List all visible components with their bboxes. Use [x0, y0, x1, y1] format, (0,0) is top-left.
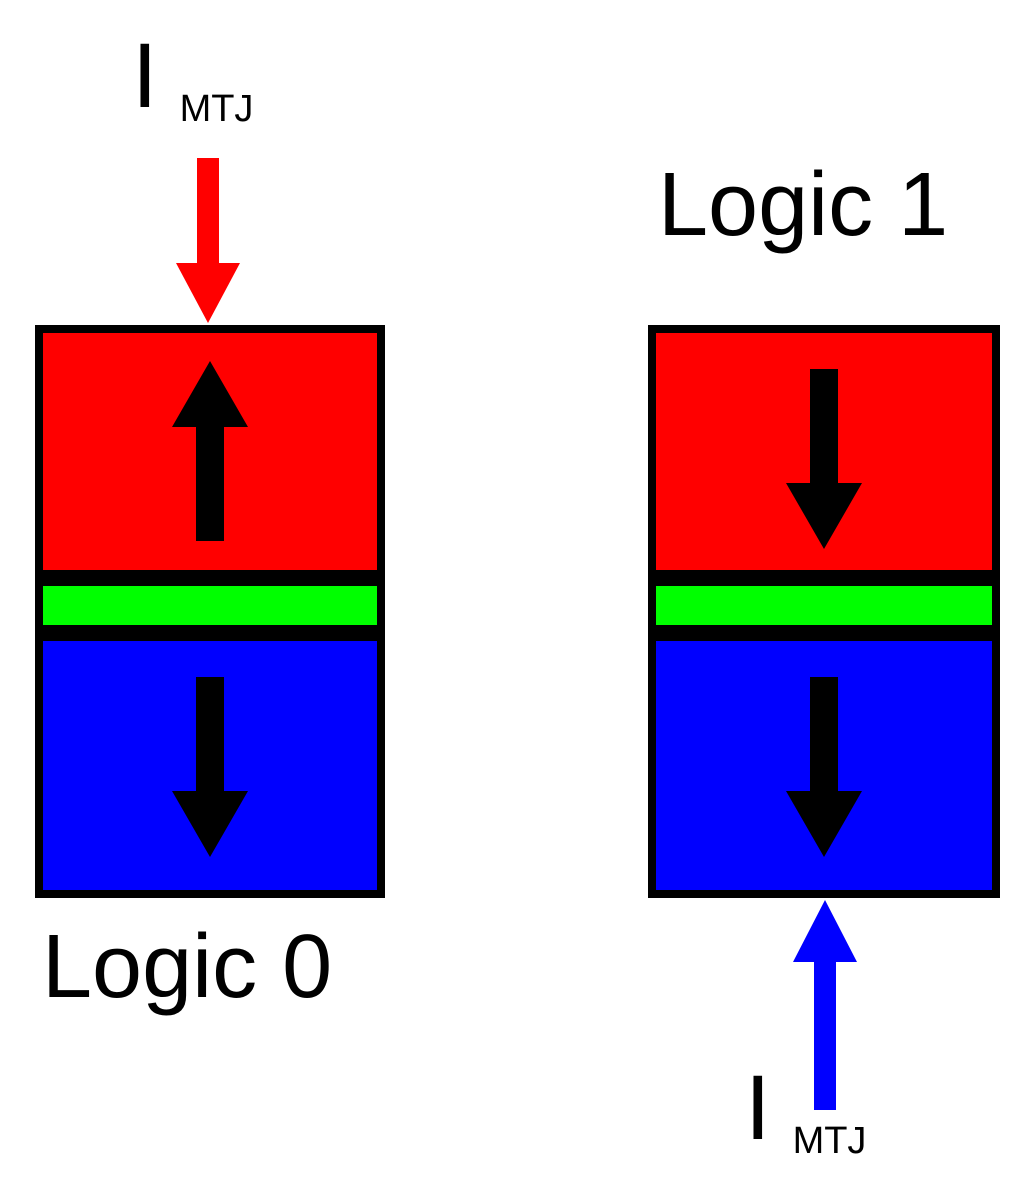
fixed-layer [648, 633, 1000, 898]
free-layer [648, 325, 1000, 578]
write-current-down-arrow-icon [176, 158, 240, 323]
magnetization-down-arrow-icon [786, 677, 862, 857]
write-current-up-arrow-icon [793, 900, 857, 1110]
mtj-stack-logic1 [648, 325, 1000, 898]
current-subscript: MTJ [792, 1120, 867, 1162]
fixed-layer [35, 633, 385, 898]
magnetization-up-arrow-icon [172, 361, 248, 541]
current-subscript: MTJ [179, 88, 254, 130]
current-symbol: I [745, 1057, 771, 1159]
magnetization-down-arrow-icon [786, 369, 862, 549]
logic1-label: Logic 1 [658, 155, 949, 255]
mtj-stack-logic0 [35, 325, 385, 898]
magnetization-down-arrow-icon [172, 677, 248, 857]
current-symbol: I [132, 25, 158, 127]
free-layer [35, 325, 385, 578]
tunnel-barrier [35, 578, 385, 633]
logic0-label: Logic 0 [42, 917, 333, 1017]
tunnel-barrier [648, 578, 1000, 633]
